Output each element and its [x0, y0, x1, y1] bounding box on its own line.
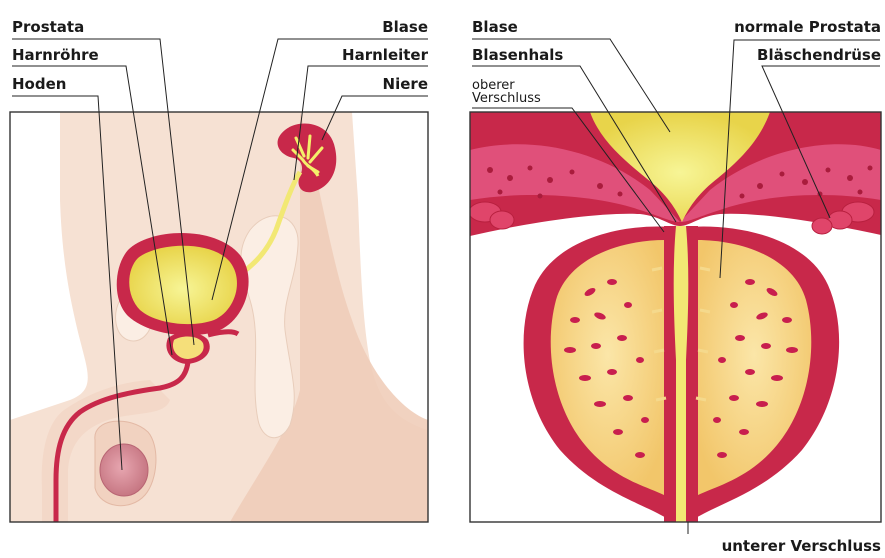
label-blase: Blase: [382, 18, 428, 36]
right-panel: Blase Blasenhals oberer Verschluss norma…: [469, 18, 881, 555]
label-blaeschendruese: Bläschendrüse: [757, 46, 881, 64]
bladder: [117, 233, 249, 335]
label-niere: Niere: [383, 75, 428, 93]
label-unterer-verschluss: unterer Verschluss: [722, 537, 881, 555]
label-prostata: Prostata: [12, 18, 84, 36]
body-sagittal-illustration: [10, 112, 428, 522]
label-hoden: Hoden: [12, 75, 66, 93]
label-normale-prostata: normale Prostata: [734, 18, 881, 36]
testis: [100, 444, 148, 496]
prostate-cross-section: [469, 112, 881, 522]
label-verschluss: Verschluss: [472, 91, 541, 106]
label-blase-right: Blase: [472, 18, 518, 36]
label-harnroehre: Harnröhre: [12, 46, 99, 64]
label-harnleiter: Harnleiter: [342, 46, 429, 64]
label-blasenhals: Blasenhals: [472, 46, 563, 64]
left-panel: Prostata Harnröhre Hoden Blase Harnleite…: [10, 18, 429, 522]
